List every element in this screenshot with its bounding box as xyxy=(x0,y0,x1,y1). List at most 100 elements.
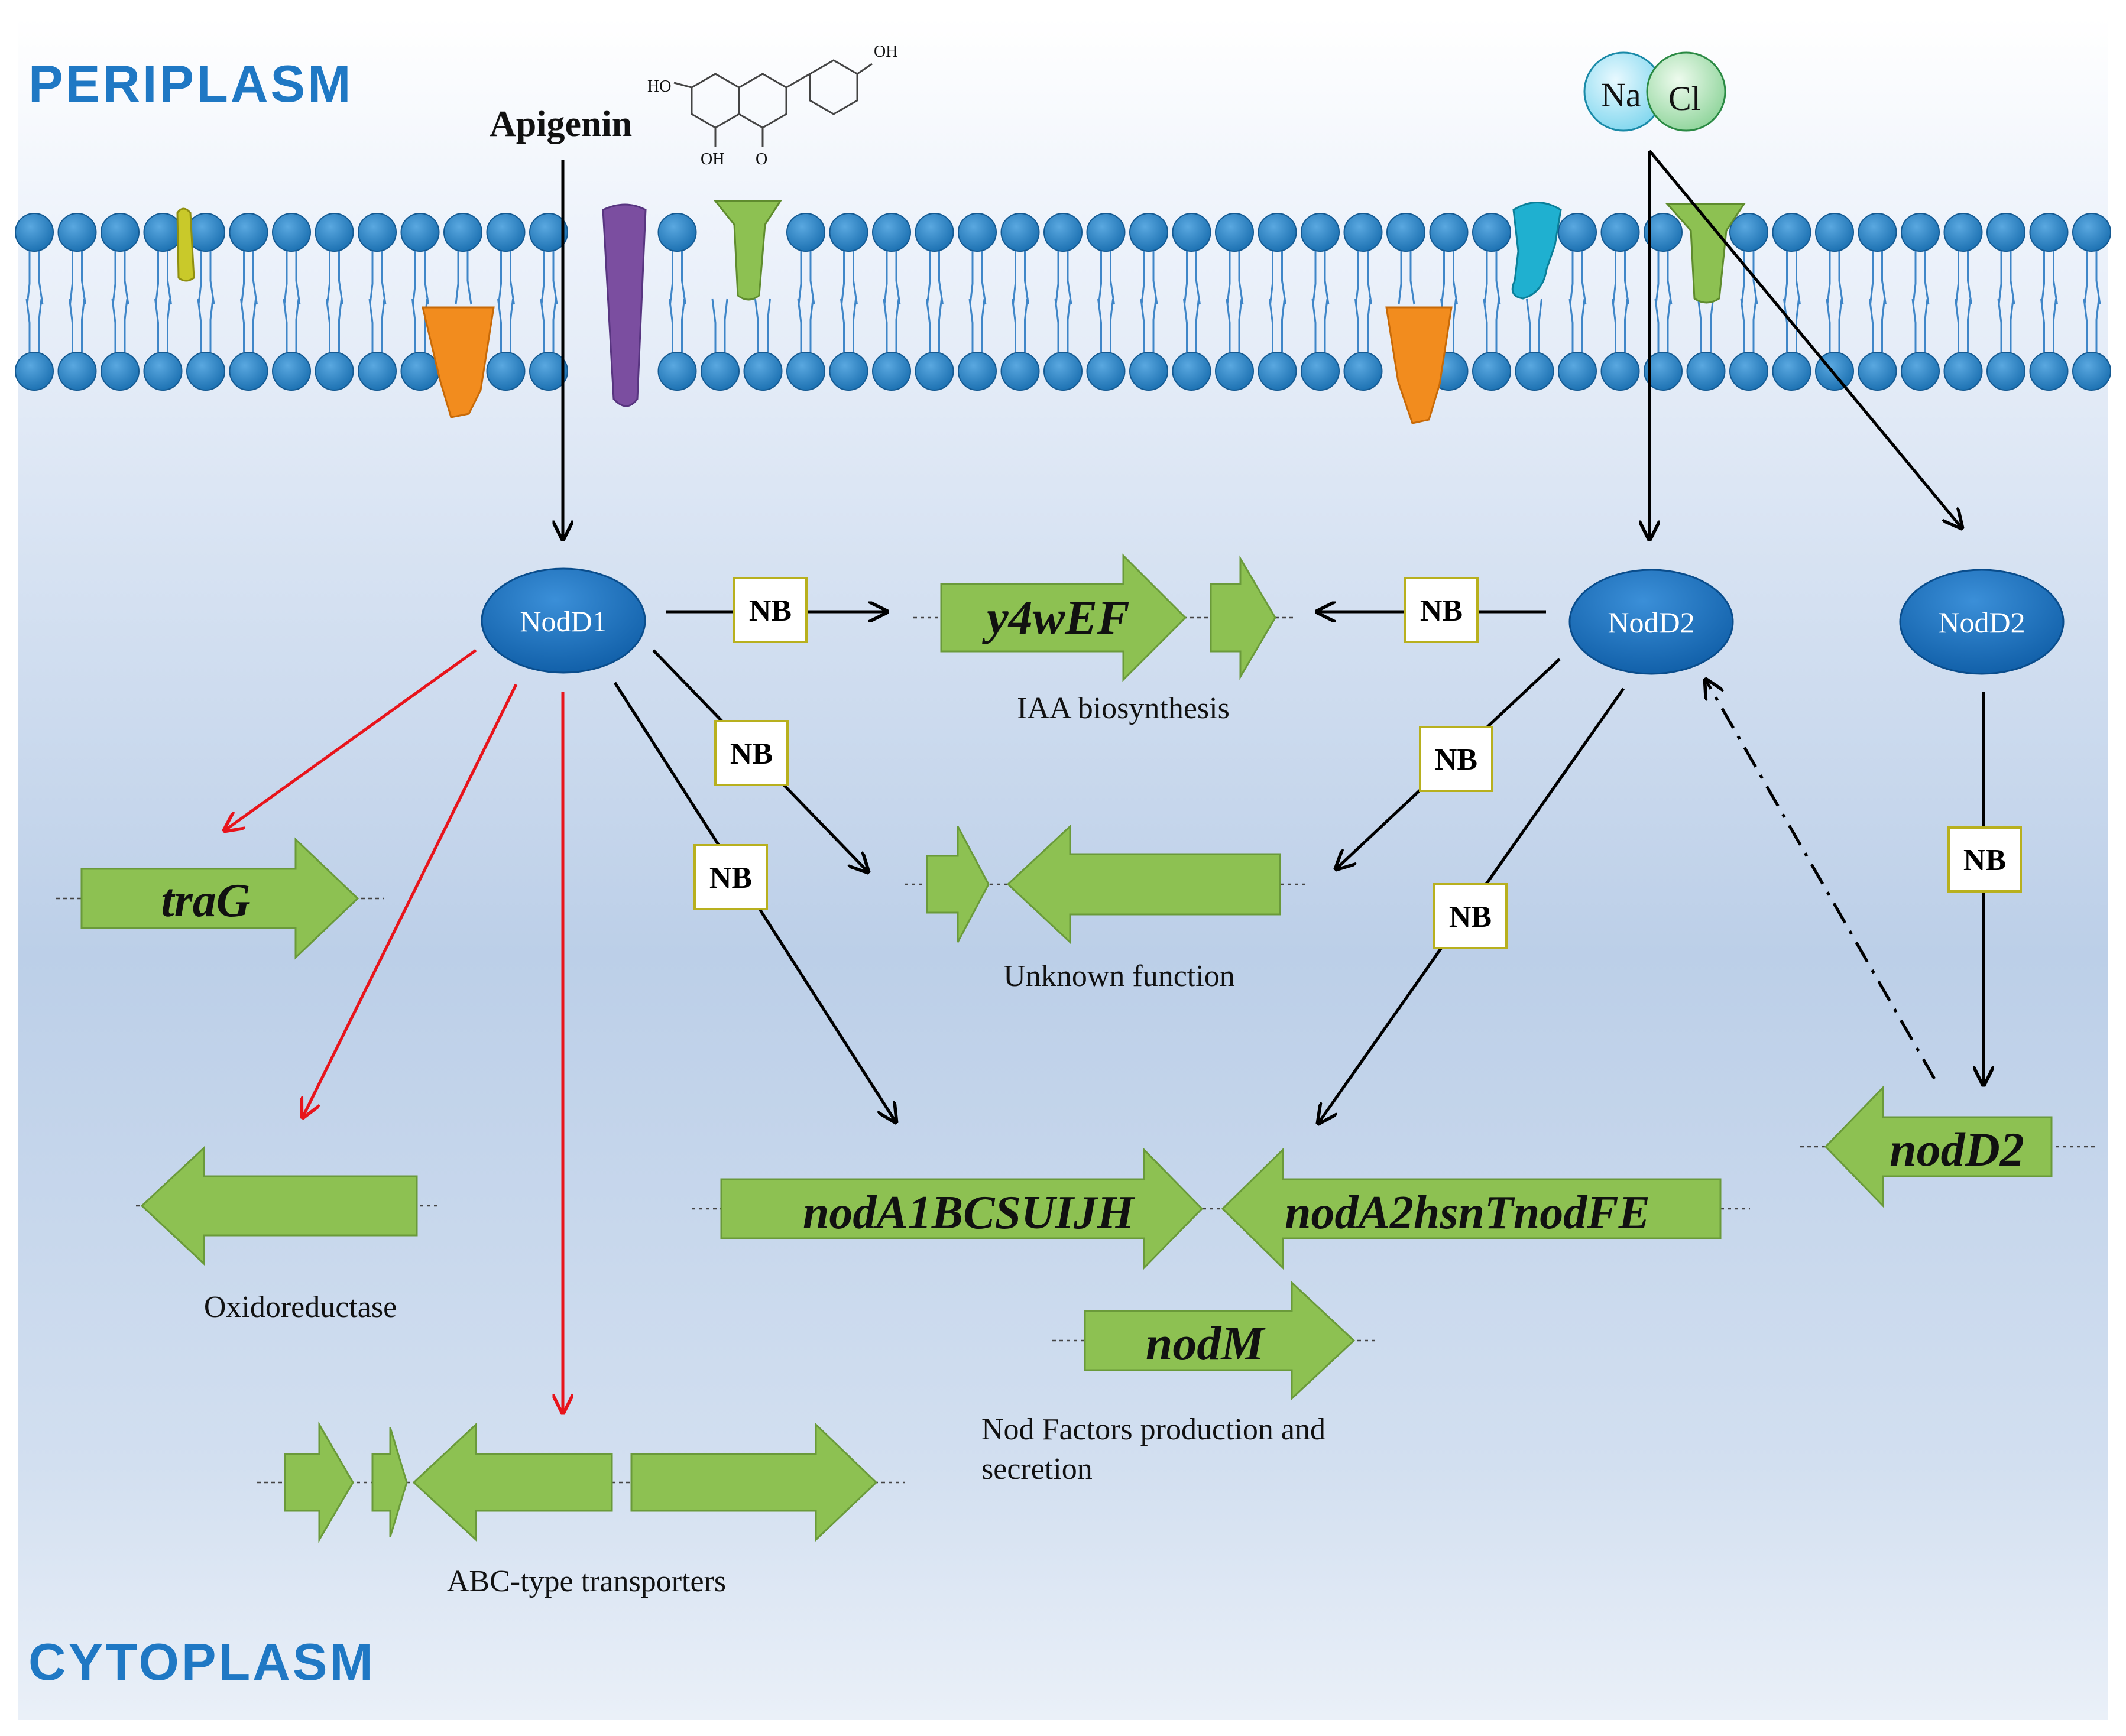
lipid-tail xyxy=(883,298,900,352)
chloride-ion xyxy=(1646,51,1726,132)
lipid-head xyxy=(1043,213,1083,252)
abc-arrow-3 xyxy=(412,1422,613,1542)
lipid-head xyxy=(229,352,268,391)
nb-box: NB xyxy=(733,577,808,643)
lipid-head xyxy=(1644,213,1683,252)
purple-transmembrane-protein xyxy=(602,203,647,407)
lipid-tail xyxy=(111,298,128,352)
lipid-tail xyxy=(2083,251,2101,305)
lipid-tail xyxy=(240,298,257,352)
gene-arrows xyxy=(80,553,2053,1543)
lipid-tail xyxy=(1869,298,1885,352)
structure-oh-top: OH xyxy=(874,43,897,61)
lipid-head xyxy=(1043,352,1083,391)
lipid-head xyxy=(358,213,397,252)
lipid-head xyxy=(229,213,268,252)
lipid-tail xyxy=(197,251,215,305)
lipid-tail xyxy=(1184,251,1201,305)
unknown-small-arrow xyxy=(926,826,990,943)
red-arrow-to-trag xyxy=(225,648,477,830)
lipid-tail xyxy=(1483,298,1500,352)
lipid-tail xyxy=(369,251,387,305)
lipid-tail xyxy=(112,251,129,305)
lipid-tail xyxy=(1312,251,1330,305)
svg-text:NB: NB xyxy=(730,737,773,771)
lipid-tail xyxy=(1526,298,1542,352)
lipid-tail xyxy=(1140,298,1157,352)
lipid-tail xyxy=(1569,251,1587,305)
lipid-head xyxy=(1215,213,1254,252)
lipid-head xyxy=(272,352,311,391)
lipid-tail xyxy=(1054,298,1071,352)
lipid-head xyxy=(2072,352,2111,391)
green-channel-protein-left xyxy=(713,200,782,301)
nodd1-label: NodD1 xyxy=(520,605,607,638)
lipid-head xyxy=(57,352,97,391)
lipid-tail xyxy=(283,251,301,305)
svg-text:NB: NB xyxy=(1449,900,1492,934)
cl-label: Cl xyxy=(1668,79,1701,118)
arrow-nacl-to-nodd2-right xyxy=(1648,150,1962,528)
lipid-tail xyxy=(1097,298,1114,352)
gene-label-noda2: nodA2hsnTnodFE xyxy=(1285,1187,1650,1239)
lipid-head xyxy=(1472,352,1511,391)
structure-oh-bottom: OH xyxy=(701,150,724,168)
lipid-head xyxy=(915,352,954,391)
gene-label-nodm: nodM xyxy=(1146,1316,1266,1370)
nb-box: NB xyxy=(693,844,768,910)
green-channel-protein-right xyxy=(1665,203,1746,304)
lipid-tail xyxy=(25,298,43,352)
lipid-tail xyxy=(969,251,987,305)
lipid-tail xyxy=(1055,251,1072,305)
lipid-head xyxy=(529,352,568,391)
y4wef-arrow xyxy=(940,553,1187,682)
lipid-tail xyxy=(1226,298,1243,352)
lipid-head xyxy=(1000,352,1040,391)
oxidoreductase-arrow xyxy=(140,1146,418,1266)
lipid-head xyxy=(15,213,54,252)
lipid-head xyxy=(1772,352,1811,391)
lipid-head xyxy=(1772,213,1811,252)
lipid-head xyxy=(143,352,183,391)
orange-channel-protein-left xyxy=(422,306,495,418)
nodd2-gene-arrow xyxy=(1824,1085,2053,1208)
lipid-tail xyxy=(1012,251,1029,305)
lipid-head xyxy=(1172,352,1211,391)
lipid-tail xyxy=(1311,298,1328,352)
lipid-tail xyxy=(1140,251,1158,305)
lipid-tail xyxy=(1441,251,1458,305)
nodd2-node-left: NodD2 xyxy=(1568,569,1734,675)
lipid-tail xyxy=(2041,251,2058,305)
lipid-head xyxy=(1343,213,1383,252)
lipid-tail xyxy=(540,251,558,305)
lipid-head xyxy=(15,352,54,391)
lipid-tail xyxy=(69,251,86,305)
nb-box: NB xyxy=(714,720,789,786)
lipid-tail xyxy=(155,251,172,305)
lipid-head xyxy=(358,352,397,391)
noda2-arrow xyxy=(1221,1147,1722,1270)
lipid-tail xyxy=(1826,298,1843,352)
lipid-head xyxy=(443,213,482,252)
yellow-membrane-protein xyxy=(176,207,195,282)
periplasm-label: PERIPLASM xyxy=(28,54,353,113)
lipid-head xyxy=(2029,352,2069,391)
structure-ho-left: HO xyxy=(647,77,671,96)
lipid-head xyxy=(1558,352,1597,391)
lipid-head xyxy=(1986,352,2025,391)
lipid-head xyxy=(1729,213,1768,252)
lipid-tail xyxy=(197,298,214,352)
lipid-tail xyxy=(754,298,771,352)
lipid-head xyxy=(958,213,997,252)
lipid-head xyxy=(186,352,225,391)
lipid-head xyxy=(1301,352,1340,391)
lipid-tail xyxy=(840,298,857,352)
caption-iaa-biosynthesis: IAA biosynthesis xyxy=(1017,692,1230,725)
nb-box: NB xyxy=(1433,883,1508,949)
lipid-tail xyxy=(926,251,944,305)
lipid-tail xyxy=(412,251,429,305)
nodd2-right-label: NodD2 xyxy=(1938,606,2025,639)
lipid-head xyxy=(143,213,183,252)
lipid-head xyxy=(1343,352,1383,391)
lipid-tail xyxy=(798,251,815,305)
